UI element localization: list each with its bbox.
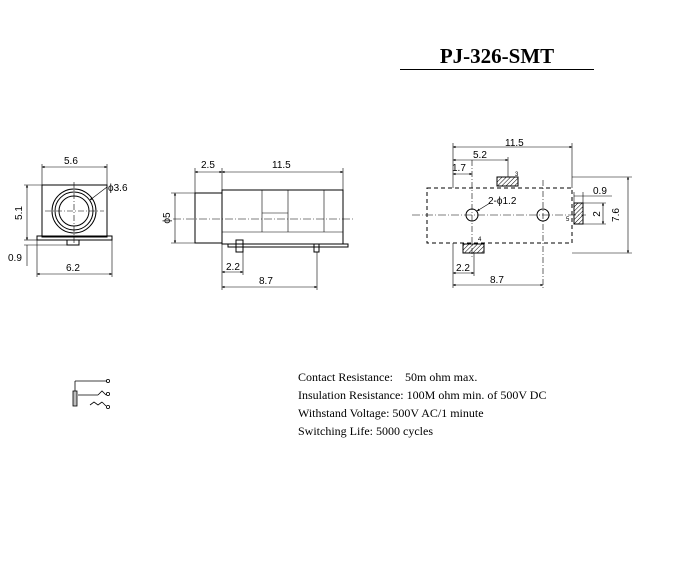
dim-front-width-top: 5.6 <box>64 156 78 167</box>
jack-outer-ring <box>51 188 97 234</box>
dim-front-height: 5.1 <box>14 206 25 220</box>
jack-schematic <box>72 378 111 409</box>
dim-front-foot: 0.9 <box>8 253 22 264</box>
spec-switching-life: Switching Life: 5000 cycles <box>298 424 433 439</box>
pin-label-5: 5 <box>566 217 570 223</box>
dim-fp-holes: 2-ϕ1.2 <box>488 196 517 207</box>
pcb-footprint <box>412 143 632 288</box>
dim-fp-total-len: 11.5 <box>505 138 524 149</box>
spec-label: Contact Resistance: <box>298 370 393 384</box>
side-base-plate <box>227 243 349 248</box>
dim-fp-pad-height: 2 <box>592 211 603 217</box>
spec-withstand-voltage: Withstand Voltage: 500V AC/1 minute <box>298 406 484 421</box>
jack-hole <box>58 195 90 227</box>
pad-4 <box>462 243 485 254</box>
side-view <box>171 168 354 290</box>
dim-side-diameter: ϕ5 <box>162 212 173 224</box>
side-sleeve <box>194 192 223 244</box>
pad-5 <box>573 202 584 225</box>
spec-value: 500V AC/1 minute <box>392 406 484 420</box>
dim-side-body-len: 11.5 <box>272 160 291 171</box>
schematic-plug <box>72 390 78 407</box>
spec-label: Withstand Voltage: <box>298 406 390 420</box>
spec-value: 50m ohm max. <box>404 370 478 384</box>
pin-label-3: 3 <box>515 172 519 178</box>
dim-side-pin-offset: 2.2 <box>226 262 240 273</box>
dim-fp-pin-pitch: 8.7 <box>490 275 504 286</box>
dim-side-pin-pitch: 8.7 <box>259 276 273 287</box>
spec-value: 100M ohm min. of 500V DC <box>406 388 547 402</box>
part-number-title: PJ-326-SMT <box>400 44 594 70</box>
footprint-outline <box>426 187 573 244</box>
spec-label: Switching Life: <box>298 424 373 438</box>
front-pin <box>66 239 80 246</box>
dim-fp-pad-width: 0.9 <box>593 186 607 197</box>
front-view <box>24 164 113 277</box>
front-body-outline <box>41 184 108 238</box>
dim-fp-total-height: 7.6 <box>611 208 622 222</box>
spec-value: 5000 cycles <box>376 424 433 438</box>
dim-fp-hole-to-pin: 5.2 <box>473 150 487 161</box>
side-pin-rear <box>313 243 320 253</box>
spec-label: Insulation Resistance: <box>298 388 404 402</box>
dim-fp-pad-offset: 2.2 <box>456 263 470 274</box>
dim-front-hole: ϕ3.6 <box>108 183 128 194</box>
pad-3 <box>496 176 519 187</box>
side-body <box>221 189 344 245</box>
spec-insulation-resistance: Insulation Resistance: 100M ohm min. of … <box>298 388 546 403</box>
side-pin-front <box>235 239 244 253</box>
dim-fp-edge-to-hole: 1.7 <box>452 163 466 174</box>
spec-contact-resistance: Contact Resistance: 50m ohm max. <box>298 370 477 385</box>
dim-front-width-bottom: 6.2 <box>66 263 80 274</box>
dim-side-front-len: 2.5 <box>201 160 215 171</box>
pin-label-4: 4 <box>478 237 482 243</box>
